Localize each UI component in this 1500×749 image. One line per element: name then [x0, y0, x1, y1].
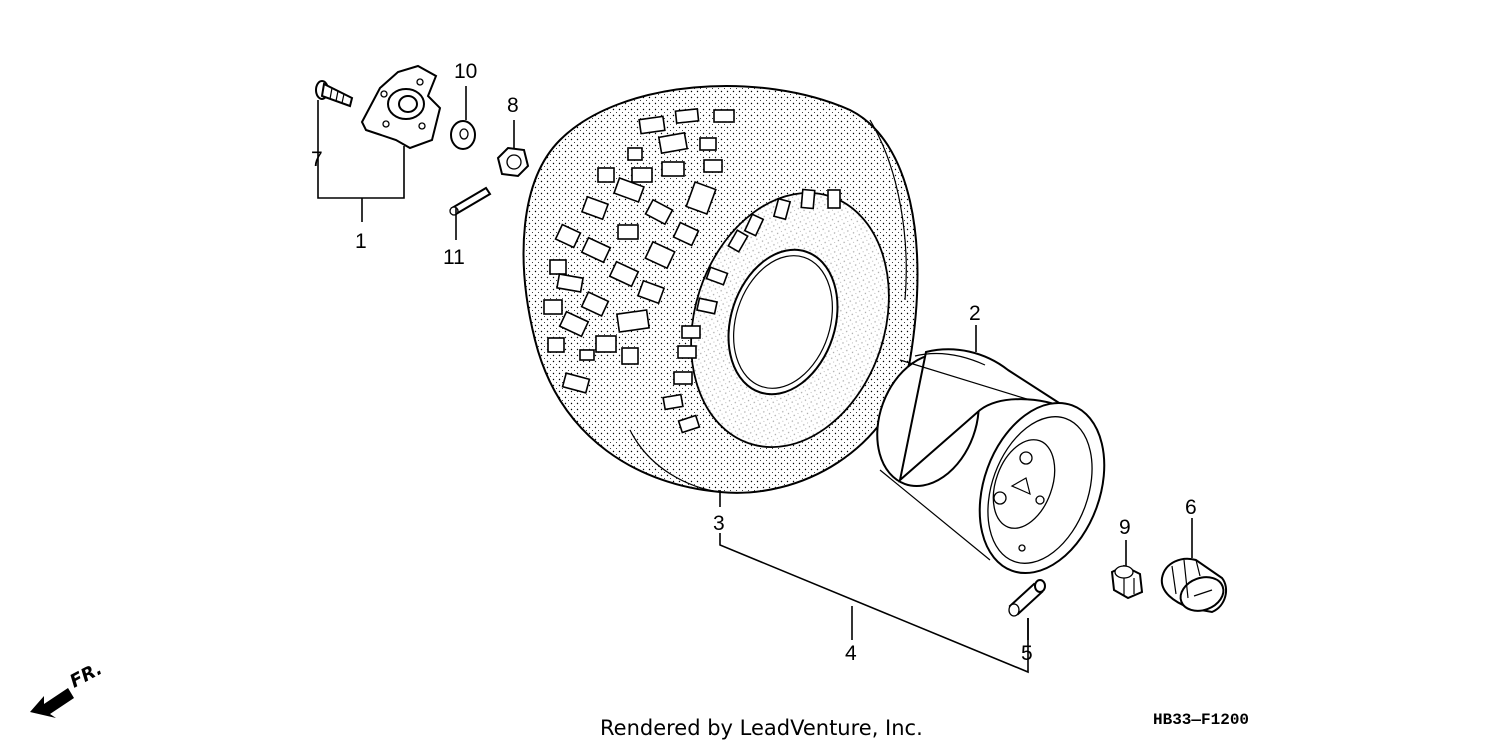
callout-9: 9 [1119, 516, 1131, 539]
front-label: FR. [66, 658, 105, 692]
callout-7: 7 [311, 148, 323, 171]
leader-lines [317, 86, 1193, 674]
hub-bolt-part [315, 80, 354, 108]
front-direction-arrow-icon [30, 688, 74, 718]
callout-4: 4 [845, 642, 857, 665]
castle-nut-part [496, 146, 530, 178]
callout-8: 8 [507, 94, 519, 117]
tire-part [522, 85, 919, 494]
washer-part [450, 120, 476, 150]
hub-cap-part [1160, 557, 1228, 614]
valve-stem-part [1008, 579, 1046, 617]
callout-1: 1 [355, 230, 367, 253]
render-credit: Rendered by LeadVenture, Inc. [600, 716, 923, 740]
hub-part [360, 64, 442, 150]
callout-10: 10 [454, 60, 477, 83]
callout-3: 3 [713, 512, 725, 535]
callout-11: 11 [443, 246, 465, 269]
wheel-nut-part [1110, 564, 1144, 600]
callout-2: 2 [969, 302, 981, 325]
callout-5: 5 [1021, 642, 1033, 665]
callout-6: 6 [1185, 496, 1197, 519]
wheel-rim-part [876, 348, 1106, 575]
diagram-code: HB33—F1200 [1153, 711, 1250, 729]
